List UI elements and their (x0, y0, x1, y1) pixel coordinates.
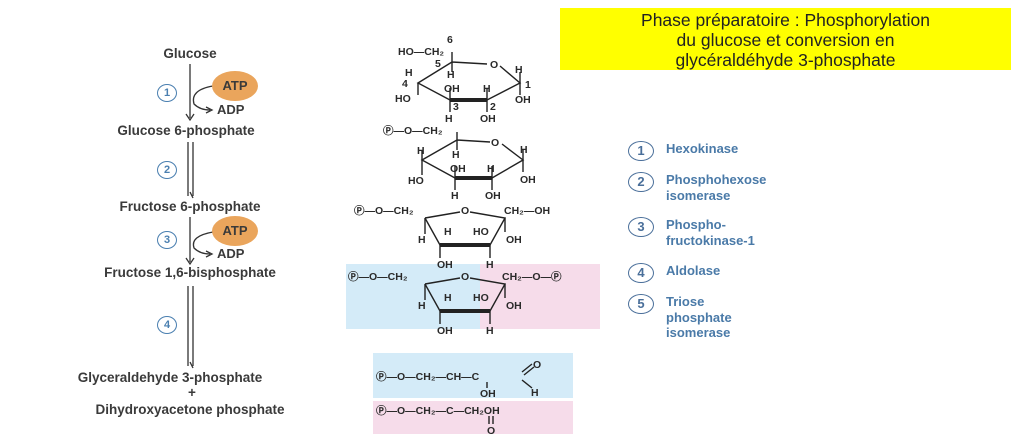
legend-item-phosphohexose-isomerase: 2 Phosphohexose isomerase (628, 172, 776, 203)
dhap-carbonyl (488, 416, 494, 424)
title-line: glycéraldéhyde 3-phosphate (675, 50, 896, 70)
adp-label: ADP (217, 102, 245, 117)
f6p-atom: H (486, 259, 494, 271)
step-number-3: 3 (157, 231, 177, 249)
compound-fructose-1-6-bisphosphate: Fructose 1,6-bisphosphate (104, 265, 276, 280)
title-line: Phase préparatoire : Phosphorylation (641, 10, 930, 30)
pink-highlight-box (480, 264, 600, 329)
glucose-atom: H (405, 67, 413, 79)
glucose-atom: OH (444, 83, 460, 95)
glucose-atom: O (490, 59, 498, 71)
glucose-atom: 5 (435, 58, 441, 70)
step-number-1: 1 (157, 84, 177, 102)
atp-badge: ATP (212, 71, 258, 101)
dhap-formula: Ⓟ—O—CH₂—C—CH₂OH (376, 404, 500, 417)
gap-formula: Ⓟ—O—CH₂—CH—C (376, 370, 480, 383)
gap-atom: OH (480, 388, 496, 400)
g6p-atom: H (452, 149, 460, 161)
atp-curve (192, 85, 214, 111)
g6p-atom: H (417, 145, 425, 157)
legend-number: 4 (628, 263, 654, 283)
legend-number: 1 (628, 141, 654, 161)
g6p-ring (420, 132, 525, 179)
gap-atom: O (533, 359, 541, 371)
legend-number: 5 (628, 294, 654, 314)
legend-text: Aldolase (666, 263, 721, 278)
f16bp-atom: OH (506, 300, 522, 312)
g6p-atom: H (451, 190, 459, 202)
g6p-atom: H (520, 144, 528, 156)
arrow-head (185, 113, 195, 122)
f6p-atom: H (418, 234, 426, 246)
glucose-atom: 4 (402, 78, 408, 90)
blue-highlight-box (346, 264, 480, 329)
compound-glucose: Glucose (163, 46, 217, 61)
step-number-2: 2 (157, 161, 177, 179)
g6p-atom: Ⓟ—O—CH₂ (383, 124, 443, 137)
legend-item-aldolase: 4 Aldolase (628, 263, 776, 283)
compound-glyceraldehyde-3-phosphate: Glyceraldehyde 3-phosphate (77, 370, 263, 385)
legend-item-phosphofructokinase: 3 Phospho- fructokinase-1 (628, 217, 766, 248)
glucose-atom: H (447, 69, 455, 81)
legend-text: Phospho- fructokinase-1 (666, 217, 755, 248)
f16bp-atom: H (486, 325, 494, 337)
gap-bonds (486, 363, 535, 389)
g6p-atom: OH (450, 163, 466, 175)
f6p-atom: H (444, 226, 452, 238)
f6p-atom: O (461, 205, 469, 217)
title-line: du glucose et conversion en (676, 30, 895, 50)
adp-label: ADP (217, 246, 245, 261)
glucose-atom: 6 (447, 34, 453, 46)
step-number-4: 4 (157, 316, 177, 334)
dhap-atom: O (487, 425, 495, 434)
blue-highlight-box (373, 353, 573, 398)
legend-item-hexokinase: 1 Hexokinase (628, 141, 776, 161)
glucose-atom: H (515, 64, 523, 76)
g6p-atom: OH (485, 190, 501, 202)
f16bp-atom: Ⓟ—O—CH₂ (348, 270, 408, 283)
f16bp-atom: H (444, 292, 452, 304)
f6p-atom: OH (437, 259, 453, 271)
compound-dihydroxyacetone-phosphate: Dihydroxyacetone phosphate (95, 402, 285, 417)
title-box: Phase préparatoire : Phosphorylation du … (560, 8, 1011, 70)
f6p-atom: CH₂—OH (504, 205, 550, 217)
glucose-atom: 3 (453, 101, 459, 113)
pink-highlight-box (373, 401, 573, 434)
g6p-atom: OH (520, 174, 536, 186)
glucose-atom: HO (395, 93, 411, 105)
glucose-ring (416, 52, 522, 101)
glucose-atom: OH (515, 94, 531, 106)
glucose-atom: 2 (490, 101, 496, 113)
compound-fructose-6-phosphate: Fructose 6-phosphate (119, 199, 261, 214)
glucose-atom: H (445, 113, 453, 125)
legend-text: Hexokinase (666, 141, 739, 156)
glucose-atom: OH (480, 113, 496, 125)
legend-text: Triose phosphate isomerase (666, 294, 732, 340)
compound-glucose-6-phosphate: Glucose 6-phosphate (117, 123, 255, 138)
f6p-atom: OH (506, 234, 522, 246)
glucose-atom: H (483, 83, 491, 95)
atp-badge: ATP (212, 216, 258, 246)
f16bp-atom: H (418, 300, 426, 312)
glucose-atom: HO—CH₂ (398, 46, 444, 58)
legend-number: 2 (628, 172, 654, 192)
f6p-atom: HO (473, 226, 489, 238)
f16bp-atom: OH (437, 325, 453, 337)
legend-item-triose-phosphate-isomerase: 5 Triose phosphate isomerase (628, 294, 746, 341)
f16bp-atom: HO (473, 292, 489, 304)
g6p-atom: H (487, 163, 495, 175)
f16bp-atom: CH₂—O—Ⓟ (502, 270, 562, 283)
plus-sign: + (188, 385, 196, 400)
glucose-atom: 1 (525, 79, 531, 91)
legend-number: 3 (628, 217, 654, 237)
legend-text: Phosphohexose isomerase (666, 172, 767, 203)
f6p-atom: Ⓟ—O—CH₂ (354, 204, 414, 217)
f16bp-atom: O (461, 271, 469, 283)
g6p-atom: HO (408, 175, 424, 187)
g6p-atom: O (491, 137, 499, 149)
gap-atom: H (531, 387, 539, 399)
